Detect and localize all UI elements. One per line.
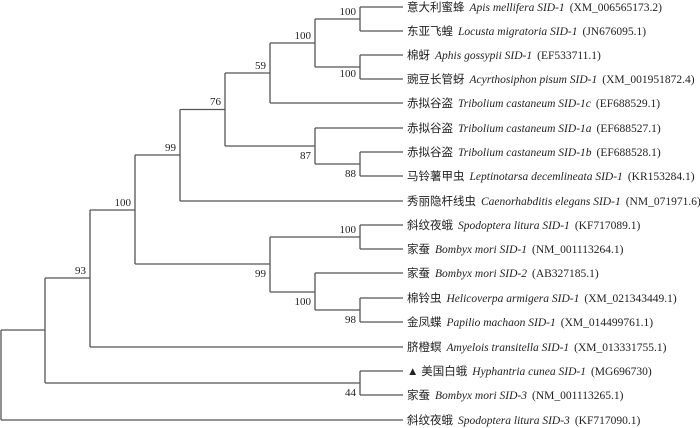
taxon-chinese-name: 赤拟谷盗 — [407, 145, 453, 159]
bootstrap-label: 99 — [165, 142, 177, 154]
taxon-label: 金凤蝶 Papilio machaon SID-1 (XM_014499761.1) — [407, 315, 653, 329]
bootstrap-label: 98 — [345, 314, 357, 326]
taxon-label: 意大利蜜蜂 Apis mellifera SID-1 (XM_006565173.2… — [407, 0, 662, 14]
bootstrap-label: 76 — [210, 96, 222, 108]
taxon-chinese-name: 东亚飞蝗 — [407, 25, 453, 38]
taxon-accession: (NM_001113265.1) — [532, 390, 624, 402]
taxon-species-name: Apis mellifera SID-1 — [469, 2, 565, 14]
taxon-chinese-name: 金凤蝶 — [407, 315, 442, 329]
taxon-accession: (AB327185.1) — [532, 268, 599, 280]
taxon-accession: (KF717090.1) — [575, 415, 641, 427]
taxon-label: 家蚕 Bombyx mori SID-3 (NM_001113265.1) — [407, 388, 624, 402]
taxon-label: 赤拟谷盗 Tribolium castaneum SID-1a (EF688527.… — [407, 121, 661, 135]
taxon-chinese-name: ▲ 美国白蛾 — [407, 364, 468, 378]
taxon-accession: (EF533711.1) — [537, 50, 601, 62]
taxon-species-name: Locusta migratoria SID-1 — [457, 26, 577, 38]
taxon-label: 棉铃虫 Helicoverpa armigera SID-1 (XM_0213434… — [407, 291, 677, 305]
bootstrap-values: 100 100 100 59 76 87 88 99 100 93 100 99… — [75, 6, 357, 399]
taxon-label: 脐橙螟 Amyelois transitella SID-1 (XM_0133317… — [407, 340, 667, 354]
taxon-label: 棉蚜 Aphis gossypii SID-1 (EF533711.1) — [407, 48, 601, 62]
taxon-label: 斜纹夜蛾 Spodoptera litura SID-1 (KF717089.1) — [407, 218, 640, 232]
taxon-chinese-name: 意大利蜜蜂 — [407, 0, 465, 14]
taxon-chinese-name: 斜纹夜蛾 — [407, 218, 453, 232]
taxon-species-name: Bombyx mori SID-3 — [435, 390, 527, 402]
taxon-species-name: Tribolium castaneum SID-1c — [458, 98, 591, 110]
bootstrap-label: 88 — [345, 168, 357, 180]
bootstrap-label: 100 — [295, 30, 312, 42]
taxon-label: 家蚕 Bombyx mori SID-2 (AB327185.1) — [407, 266, 599, 280]
taxon-label: 家蚕 Bombyx mori SID-1 (NM_001113264.1) — [407, 242, 624, 256]
taxon-species-name: Spodoptera litura SID-3 — [458, 415, 570, 427]
taxon-accession: (XM_014499761.1) — [561, 317, 653, 329]
taxon-accession: (JN676095.1) — [582, 26, 646, 38]
bootstrap-label: 93 — [75, 265, 87, 277]
taxon-chinese-name: 豌豆长管蚜 — [407, 72, 465, 86]
taxon-label: 马铃薯甲虫 Leptinotarsa decemlineata SID-1 (KR1… — [407, 169, 695, 183]
taxon-species-name: Aphis gossypii SID-1 — [434, 50, 532, 62]
taxon-accession: (EF688527.1) — [597, 123, 661, 135]
taxon-chinese-name: 脐橙螟 — [407, 340, 442, 354]
taxon-chinese-name: 赤拟谷盗 — [407, 121, 453, 135]
taxon-label: 豌豆长管蚜 Acyrthosiphon pisum SID-1 (XM_001951… — [407, 72, 695, 86]
taxon-species-name: Papilio machaon SID-1 — [446, 317, 556, 329]
taxon-species-name: Leptinotarsa decemlineata SID-1 — [469, 171, 623, 183]
taxon-accession: (KR153284.1) — [628, 171, 695, 183]
taxon-chinese-name: 马铃薯甲虫 — [407, 169, 465, 183]
taxon-accession: (NM_001113264.1) — [532, 244, 624, 256]
bootstrap-label: 100 — [295, 296, 312, 308]
taxon-label: 斜纹夜蛾 Spodoptera litura SID-3 (KF717090.1) — [407, 413, 640, 427]
bootstrap-label: 44 — [345, 387, 357, 399]
bootstrap-label: 100 — [340, 68, 357, 80]
bootstrap-label: 87 — [300, 150, 312, 162]
taxon-species-name: Caenorhabditis elegans SID-1 — [481, 196, 621, 208]
taxon-chinese-name: 家蚕 — [407, 388, 430, 402]
bootstrap-label: 100 — [340, 6, 357, 18]
taxon-species-name: Spodoptera litura SID-1 — [458, 220, 570, 232]
taxon-label: 赤拟谷盗 Tribolium castaneum SID-1c (EF688529.… — [407, 96, 660, 110]
taxon-accession: (XM_021343449.1) — [584, 293, 676, 305]
taxon-chinese-name: 斜纹夜蛾 — [407, 413, 453, 427]
taxon-accession: (XM_001951872.4) — [602, 74, 694, 86]
taxon-species-name: Amyelois transitella SID-1 — [446, 342, 570, 354]
taxon-species-name: Helicoverpa armigera SID-1 — [446, 293, 580, 305]
taxon-accession: (EF688529.1) — [596, 98, 660, 110]
bootstrap-label: 100 — [115, 197, 132, 209]
bootstrap-label: 59 — [255, 60, 267, 72]
taxon-chinese-name: 棉铃虫 — [407, 291, 442, 305]
taxon-species-name: Tribolium castaneum SID-1b — [458, 147, 592, 159]
taxon-species-name: Hyphantria cunea SID-1 — [471, 366, 586, 378]
taxon-accession: (EF688528.1) — [597, 147, 661, 159]
bootstrap-label: 100 — [340, 224, 357, 236]
taxon-chinese-name: 赤拟谷盗 — [407, 96, 453, 110]
leaf-labels: 意大利蜜蜂 Apis mellifera SID-1 (XM_006565173.2… — [407, 0, 700, 427]
taxon-species-name: Acyrthosiphon pisum SID-1 — [469, 74, 598, 86]
taxon-species-name: Bombyx mori SID-2 — [435, 268, 527, 280]
taxon-accession: (KF717089.1) — [575, 220, 641, 232]
bootstrap-label: 99 — [255, 268, 267, 280]
taxon-accession: (MG696730) — [591, 366, 652, 378]
tree-branches — [0, 6, 403, 421]
taxon-accession: (XM_006565173.2) — [570, 2, 662, 14]
taxon-chinese-name: 家蚕 — [407, 266, 430, 280]
taxon-label: 东亚飞蝗 Locusta migratoria SID-1 (JN676095.1) — [407, 25, 646, 38]
taxon-accession: (XM_013331755.1) — [574, 342, 666, 354]
taxon-chinese-name: 秀丽隐杆线虫 — [407, 194, 476, 208]
taxon-label: 秀丽隐杆线虫 Caenorhabditis elegans SID-1 (NM_07… — [407, 194, 700, 208]
taxon-chinese-name: 家蚕 — [407, 242, 430, 256]
taxon-chinese-name: 棉蚜 — [407, 48, 430, 62]
taxon-species-name: Tribolium castaneum SID-1a — [458, 123, 592, 135]
taxon-label: 赤拟谷盗 Tribolium castaneum SID-1b (EF688528.… — [407, 145, 661, 159]
taxon-species-name: Bombyx mori SID-1 — [435, 244, 527, 256]
taxon-accession: (NM_071971.6) — [626, 196, 700, 208]
